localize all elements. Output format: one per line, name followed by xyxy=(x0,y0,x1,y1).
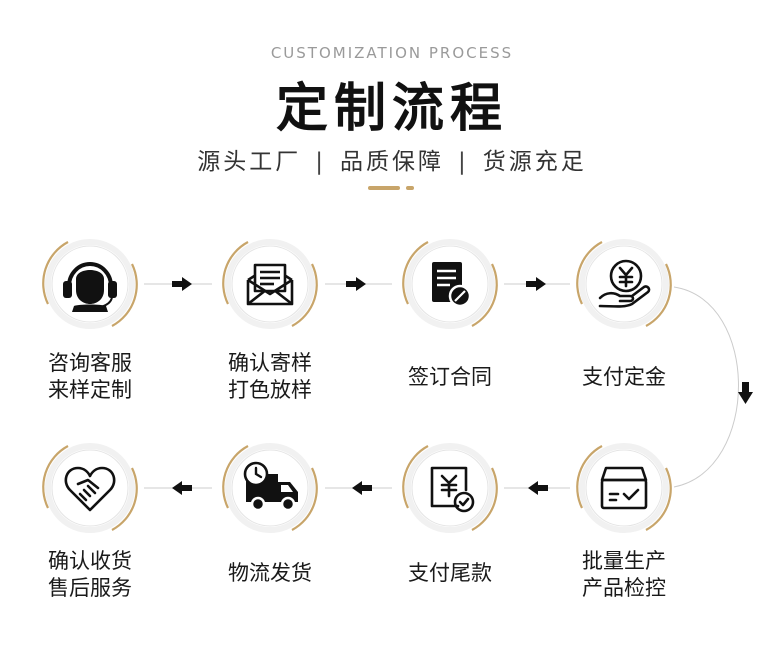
title-divider xyxy=(368,186,416,190)
step-receive-label: 确认收货售后服务 xyxy=(48,549,132,600)
step-balance-badge xyxy=(398,436,502,540)
arrow-down-icon xyxy=(738,382,753,404)
step-ship-badge xyxy=(218,436,322,540)
contract-icon xyxy=(432,262,472,308)
tagline-separator: | xyxy=(458,149,469,175)
step-balance-label: 支付尾款 xyxy=(408,561,492,585)
step-deposit-badge xyxy=(572,232,676,336)
box-icon xyxy=(600,466,648,510)
arrow-left-icon xyxy=(352,481,372,495)
step-consult-label: 咨询客服来样定制 xyxy=(48,351,132,402)
step-confirm-badge xyxy=(218,232,322,336)
step-confirm-label: 确认寄样打色放样 xyxy=(228,351,312,402)
yen-doc-icon xyxy=(430,466,475,513)
step-produce-label: 批量生产产品检控 xyxy=(582,549,666,600)
yen-hand-icon xyxy=(598,259,651,308)
envelope-icon xyxy=(246,263,294,306)
tagline-item-supply: 货源充足 xyxy=(482,149,587,175)
handshake-heart-icon xyxy=(64,466,116,512)
step-ship-label: 物流发货 xyxy=(228,561,312,585)
headset-icon xyxy=(63,262,117,312)
step-produce-badge xyxy=(572,436,676,540)
tagline: 源头工厂 | 品质保障 | 货源充足 xyxy=(0,142,784,176)
delivery-truck-icon xyxy=(243,461,298,512)
tagline-item-quality: 品质保障 xyxy=(340,149,444,175)
step-receive-badge xyxy=(38,436,142,540)
step-deposit-label: 支付定金 xyxy=(582,365,666,389)
arrow-right-icon xyxy=(172,277,192,291)
step-contract-label: 签订合同 xyxy=(408,365,492,389)
page-title: 定制流程 xyxy=(275,79,508,139)
arrow-left-icon xyxy=(172,481,192,495)
tagline-separator: | xyxy=(315,149,326,175)
subtitle-en: CUSTOMIZATION PROCESS xyxy=(270,44,514,62)
tagline-item-factory: 源头工厂 xyxy=(197,149,302,175)
arrow-left-icon xyxy=(528,481,548,495)
step-contract-badge xyxy=(398,232,502,336)
arrow-right-icon xyxy=(346,277,366,291)
arrow-right-icon xyxy=(526,277,546,291)
step-consult-badge xyxy=(38,232,142,336)
